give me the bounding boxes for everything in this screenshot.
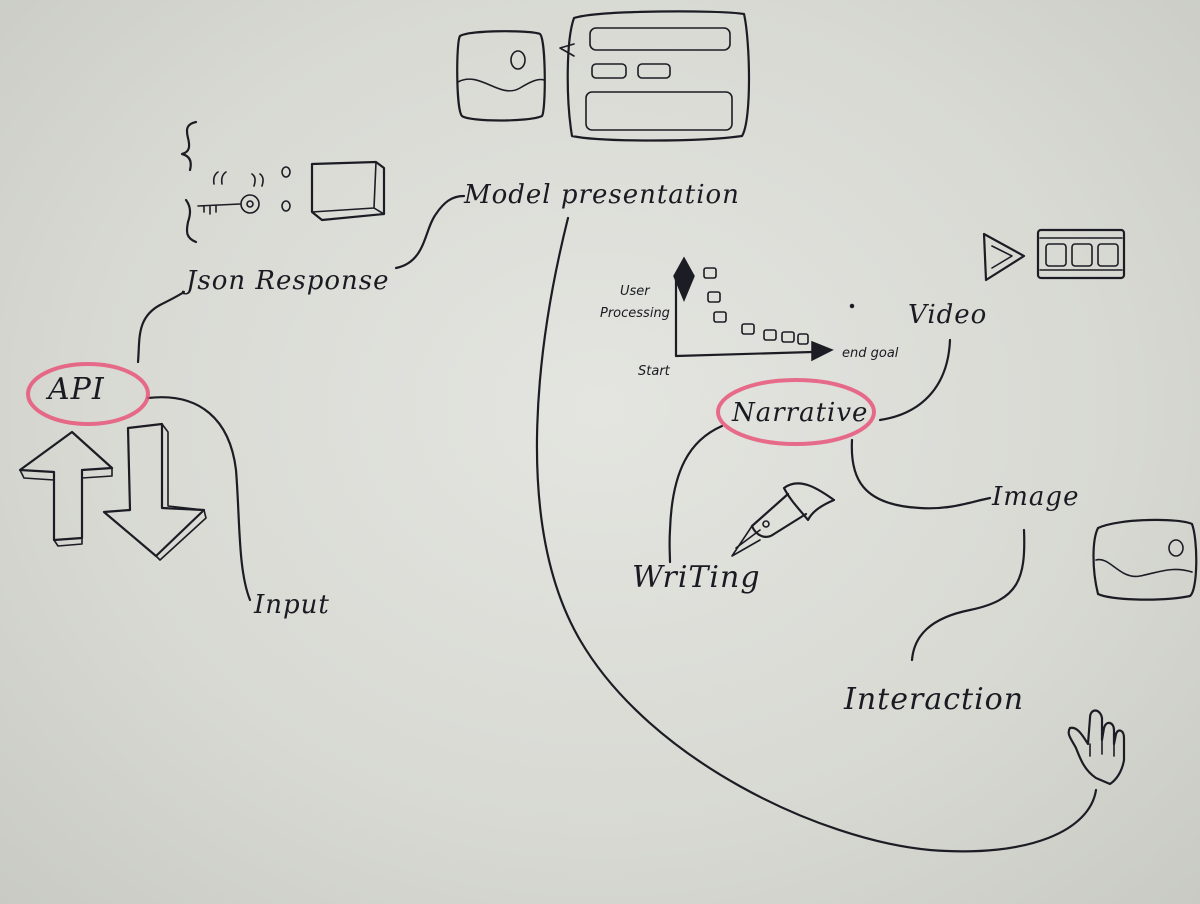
- node-interaction: Interaction: [844, 682, 1025, 717]
- up-arrow-icon: [18, 430, 114, 547]
- connector-model-hand: [535, 216, 1098, 853]
- connector-api-input: [146, 396, 252, 602]
- node-writing: WriTing: [632, 560, 761, 595]
- curly-brace-icon: [180, 120, 291, 244]
- node-video: Video: [908, 300, 988, 330]
- film-strip-icon: [1036, 228, 1126, 280]
- connector-image-interaction: [910, 528, 1026, 662]
- fountain-pen-icon: [731, 482, 836, 557]
- connector-narrative-image: [850, 438, 992, 510]
- layout-card-icon: [559, 10, 751, 142]
- pointing-hand-icon: [1067, 709, 1126, 786]
- chart-y-label-1: User: [620, 284, 650, 299]
- node-model-presentation: Model presentation: [464, 180, 740, 210]
- box-icon: [310, 160, 386, 222]
- connector-api-json: [136, 290, 186, 364]
- journey-mini-chart: [673, 256, 855, 362]
- chart-end-label: end goal: [842, 346, 899, 361]
- node-json-response: Json Response: [186, 266, 390, 296]
- node-api: API: [48, 372, 105, 407]
- chart-start-label: Start: [638, 364, 670, 379]
- chart-y-label-2: Processing: [600, 306, 670, 321]
- node-image: Image: [992, 482, 1080, 512]
- connector-narrative-video: [878, 338, 952, 422]
- narrative-highlight: [716, 378, 876, 446]
- play-icon: [982, 232, 1026, 282]
- key-icon: [197, 194, 260, 215]
- api-highlight: [26, 362, 150, 426]
- connector-json-model: [394, 194, 466, 270]
- connector-narrative-writing: [668, 424, 724, 564]
- photo-icon: [1092, 518, 1198, 601]
- down-arrow-icon: [102, 422, 207, 561]
- node-input: Input: [254, 590, 330, 620]
- start-marker-icon: [673, 256, 695, 302]
- end-marker-icon: [811, 340, 834, 362]
- node-narrative: Narrative: [732, 398, 869, 428]
- image-icon: [456, 30, 546, 122]
